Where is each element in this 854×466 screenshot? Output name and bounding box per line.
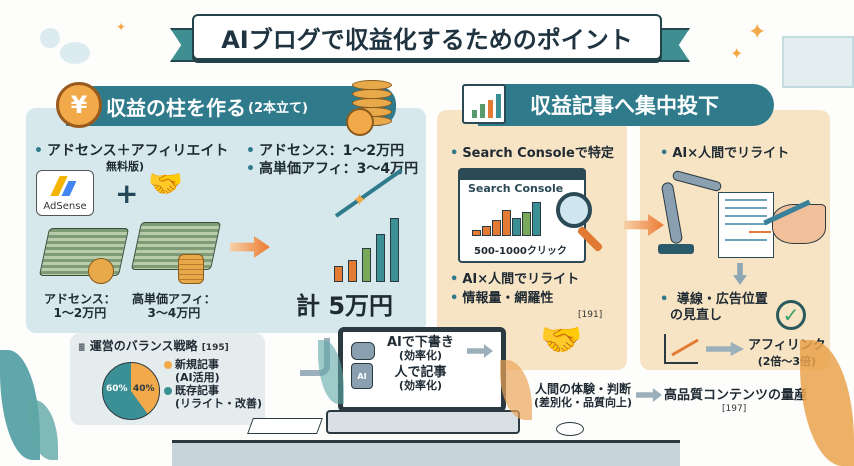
cash-label-adsense-line1: アドセンス：: [44, 292, 116, 306]
hand-pen-icon: [772, 204, 826, 244]
check-icon: ✓: [776, 300, 806, 330]
page-title: AIブログで収益化するためのポイント: [192, 14, 662, 60]
legend-new-line1: 新規記事: [175, 358, 219, 371]
revenue-pillars-header: 収益の柱を作る (2本立て): [66, 86, 396, 126]
high-quality-mass-production: 高品質コンテンツの量産: [664, 388, 808, 403]
laptop-line1: AIで下書き: [387, 335, 454, 350]
bullet-adsense-affiliate-sub: 無料版): [106, 160, 145, 173]
sparkle-icon: ✦: [116, 20, 127, 34]
coin-pile-icon: [178, 254, 204, 284]
bullet-ai-human-rewrite: AI×人間でリライト: [450, 268, 579, 287]
decor-bubble: [40, 28, 60, 48]
legend-dot-new: [164, 361, 172, 369]
growth-chart-icon: [334, 202, 414, 282]
balance-strategy-title: ≣ 運営のバランス戦略 [195]: [78, 337, 229, 354]
mouse-icon: [556, 422, 584, 436]
cash-stack-adsense-icon: [38, 228, 130, 276]
cash-label-affiliate-line1: 高単価アフィ：: [132, 292, 216, 306]
reference-197: [197]: [722, 404, 747, 414]
notepad-icon: [247, 418, 323, 434]
legend-existing-line2: (リライト・改善): [175, 397, 263, 410]
adsense-logo: AdSense: [36, 170, 94, 216]
laptop-line2: (効率化): [398, 349, 442, 362]
trend-chart-icon: [664, 334, 699, 364]
coin-pile-icon: [88, 258, 114, 284]
handshake-icon: 🤝: [148, 167, 183, 200]
cash-label-affiliate: 高単価アフィ： 3〜4万円: [132, 292, 216, 320]
balance-title-text: 運営のバランス戦略: [89, 339, 198, 353]
human-experience-line1: 人間の体験・判断: [535, 382, 632, 396]
robot-icon: AI: [351, 342, 379, 398]
reference-191: [191]: [578, 310, 603, 320]
total-income: 計 5万円: [296, 292, 394, 320]
laptop-keyboard: [326, 410, 520, 434]
cash-label-affiliate-line2: 3〜4万円: [147, 306, 201, 320]
laptop-line4: (効率化): [398, 379, 442, 392]
bullet-funnel-review-line2: の見直し: [670, 308, 723, 323]
coin-icon: [346, 108, 374, 136]
laptop-screen: AI AIで下書き (効率化) 人で記事 (効率化): [338, 327, 506, 412]
header-text: 収益の柱を作る: [106, 95, 246, 120]
balance-pie-chart: [102, 362, 160, 420]
robot-badge: AI: [351, 363, 373, 389]
yen-coin-icon: ¥: [56, 82, 102, 128]
clicks-bar-chart: [472, 200, 542, 236]
decor-chart-board: [782, 36, 854, 88]
desk: [172, 440, 680, 466]
balance-strategy-panel: [70, 333, 265, 425]
list-icon: ≣: [78, 343, 86, 353]
income-item-affiliate: 高単価アフィ：3〜4万円: [246, 158, 418, 178]
arrow-right-icon: [467, 344, 493, 358]
handshake-icon: 🤝: [540, 320, 583, 360]
sparkle-icon: ✦: [730, 44, 744, 63]
pie-label-existing: 60%: [106, 384, 128, 394]
search-console-caption: 500-1000クリック: [474, 246, 567, 257]
chart-window-icon: [462, 84, 506, 124]
pie-label-new: 40%: [133, 384, 155, 394]
human-experience-line2: (差別化・品質向上): [534, 396, 633, 409]
cash-label-adsense-line2: 1〜2万円: [53, 306, 107, 320]
legend-existing-line1: 既存記事: [175, 384, 219, 397]
reference-195: [195]: [201, 343, 229, 353]
magnifier-icon: [556, 192, 592, 228]
human-experience: 人間の体験・判断 (差別化・品質向上): [534, 382, 632, 410]
focus-articles-header: 収益記事へ集中投下: [478, 84, 774, 126]
sparkle-icon: ✦: [352, 190, 368, 211]
laptop-line3: 人で記事: [394, 365, 447, 380]
legend-new-line2: (AI活用): [175, 371, 220, 384]
income-item-adsense: アドセンス：1〜2万円: [246, 140, 404, 160]
leaf-decoration: [800, 340, 854, 466]
robot-arm-icon: [658, 169, 723, 254]
bullet-funnel-review-line1: 導線・広告位置: [676, 292, 768, 307]
bullet-ai-human-rewrite-2: AI×人間でリライト: [660, 142, 789, 161]
decor-bubble: [60, 42, 90, 64]
bullet-search-console: Search Consoleで特定: [450, 142, 614, 161]
header-suffix: (2本立て): [248, 100, 308, 116]
adsense-logo-label: AdSense: [43, 201, 87, 212]
plus-icon: +: [115, 177, 139, 210]
bullet-content-coverage: 情報量・網羅性: [450, 287, 553, 306]
sparkle-icon: ✦: [748, 20, 767, 45]
pie-legend: 新規記事 (AI活用) 既存記事 (リライト・改善): [164, 358, 262, 410]
bullet-funnel-review: 導線・広告位置 の見直し: [660, 292, 768, 324]
legend-dot-existing: [164, 387, 172, 395]
arrow-right-icon: [636, 388, 662, 402]
cash-label-adsense: アドセンス： 1〜2万円: [44, 292, 116, 320]
cash-stack-affiliate-icon: [130, 222, 222, 270]
search-console-title: Search Console: [468, 182, 564, 195]
bullet-adsense-affiliate: アドセンス＋アフィリエイト: [34, 140, 228, 160]
